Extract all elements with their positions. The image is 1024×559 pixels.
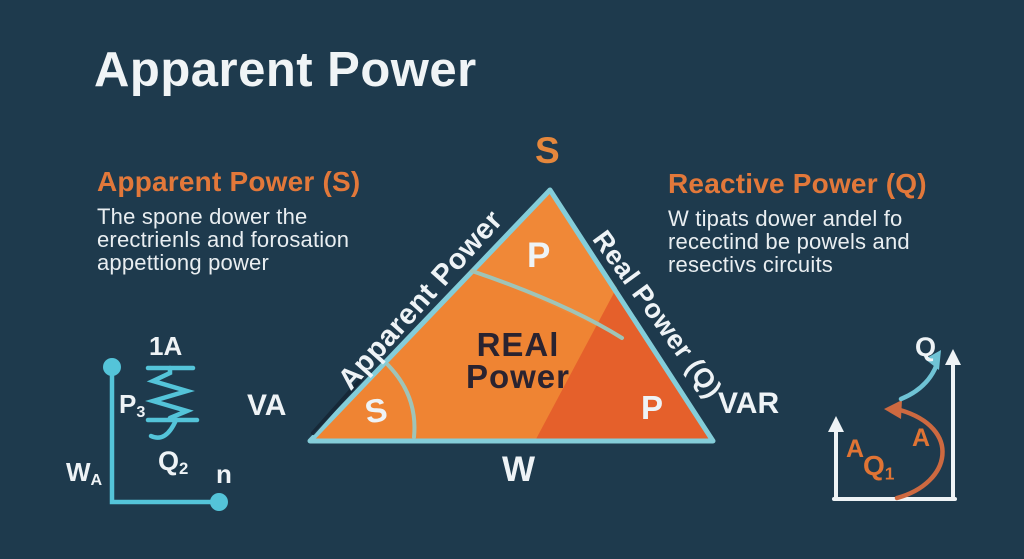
- resistor-icon: [145, 365, 195, 421]
- circuit-label-wa: WA: [66, 457, 103, 490]
- axes-diagram: [832, 360, 957, 501]
- orange-arrowhead: [884, 400, 902, 419]
- phase-angle-arc: [386, 363, 417, 439]
- circuit-label-1a: 1A: [149, 331, 183, 361]
- axes-label-q1: Q1: [863, 450, 895, 484]
- real-power-line2: Power: [465, 358, 571, 395]
- axes-label-q: Q: [915, 332, 937, 362]
- right-panel-body: W tipats dower andel fo recectind be pow…: [668, 207, 910, 276]
- left-panel-line: The spone dower the: [97, 204, 308, 229]
- left-panel-heading: Apparent Power (S): [97, 166, 361, 197]
- node-dot-right: [210, 493, 228, 511]
- right-panel-line: resectivs circuits: [668, 252, 833, 277]
- axes-label-a-left: A: [846, 435, 865, 463]
- orange-curved-arrow: [894, 407, 945, 501]
- right-panel-line: W tipats dower andel fo: [668, 206, 903, 231]
- right-panel-heading: Reactive Power (Q): [668, 168, 927, 199]
- triangle-light-band: [474, 190, 622, 338]
- right-axis-arrowhead: [945, 349, 961, 365]
- right-panel-line: recectind be powels and: [668, 229, 910, 254]
- divider-pointer-line: [470, 269, 624, 340]
- left-vertex-label-va: VA: [247, 389, 287, 422]
- page-title: Apparent Power: [94, 43, 477, 97]
- inner-label-p-right: P: [641, 389, 664, 426]
- inner-label-p-top: P: [527, 236, 551, 275]
- teal-arrowhead: [925, 350, 941, 370]
- triangle-dark-wedge: [535, 289, 713, 441]
- circuit-sketch: [109, 364, 222, 505]
- apex-label-s: S: [535, 130, 560, 171]
- triangle-border: [307, 187, 716, 444]
- left-panel-line: erectrienls and forosation: [97, 227, 350, 252]
- circuit-label-p3: P3: [119, 389, 146, 422]
- circuit-wire: [109, 364, 222, 505]
- wire-hook: [148, 417, 179, 440]
- real-power-center-label: REAl Power: [437, 326, 599, 395]
- node-dot-top: [103, 358, 121, 376]
- left-axis-arrowhead: [828, 416, 844, 432]
- circuit-label-n: n: [216, 459, 232, 489]
- circuit-label-q2: Q2: [158, 446, 189, 479]
- real-power-line1: REAl: [476, 326, 560, 363]
- right-vertex-label-var: VAR: [718, 387, 780, 420]
- left-panel-body: The spone dower the erectrienls and foro…: [97, 205, 349, 274]
- axes-label-a-mid: A: [912, 424, 931, 452]
- vertex-shadow-line: [311, 376, 364, 435]
- teal-curved-arrow: [898, 361, 940, 402]
- left-panel-line: appettiong power: [97, 250, 269, 275]
- bottom-label-w: W: [502, 450, 536, 489]
